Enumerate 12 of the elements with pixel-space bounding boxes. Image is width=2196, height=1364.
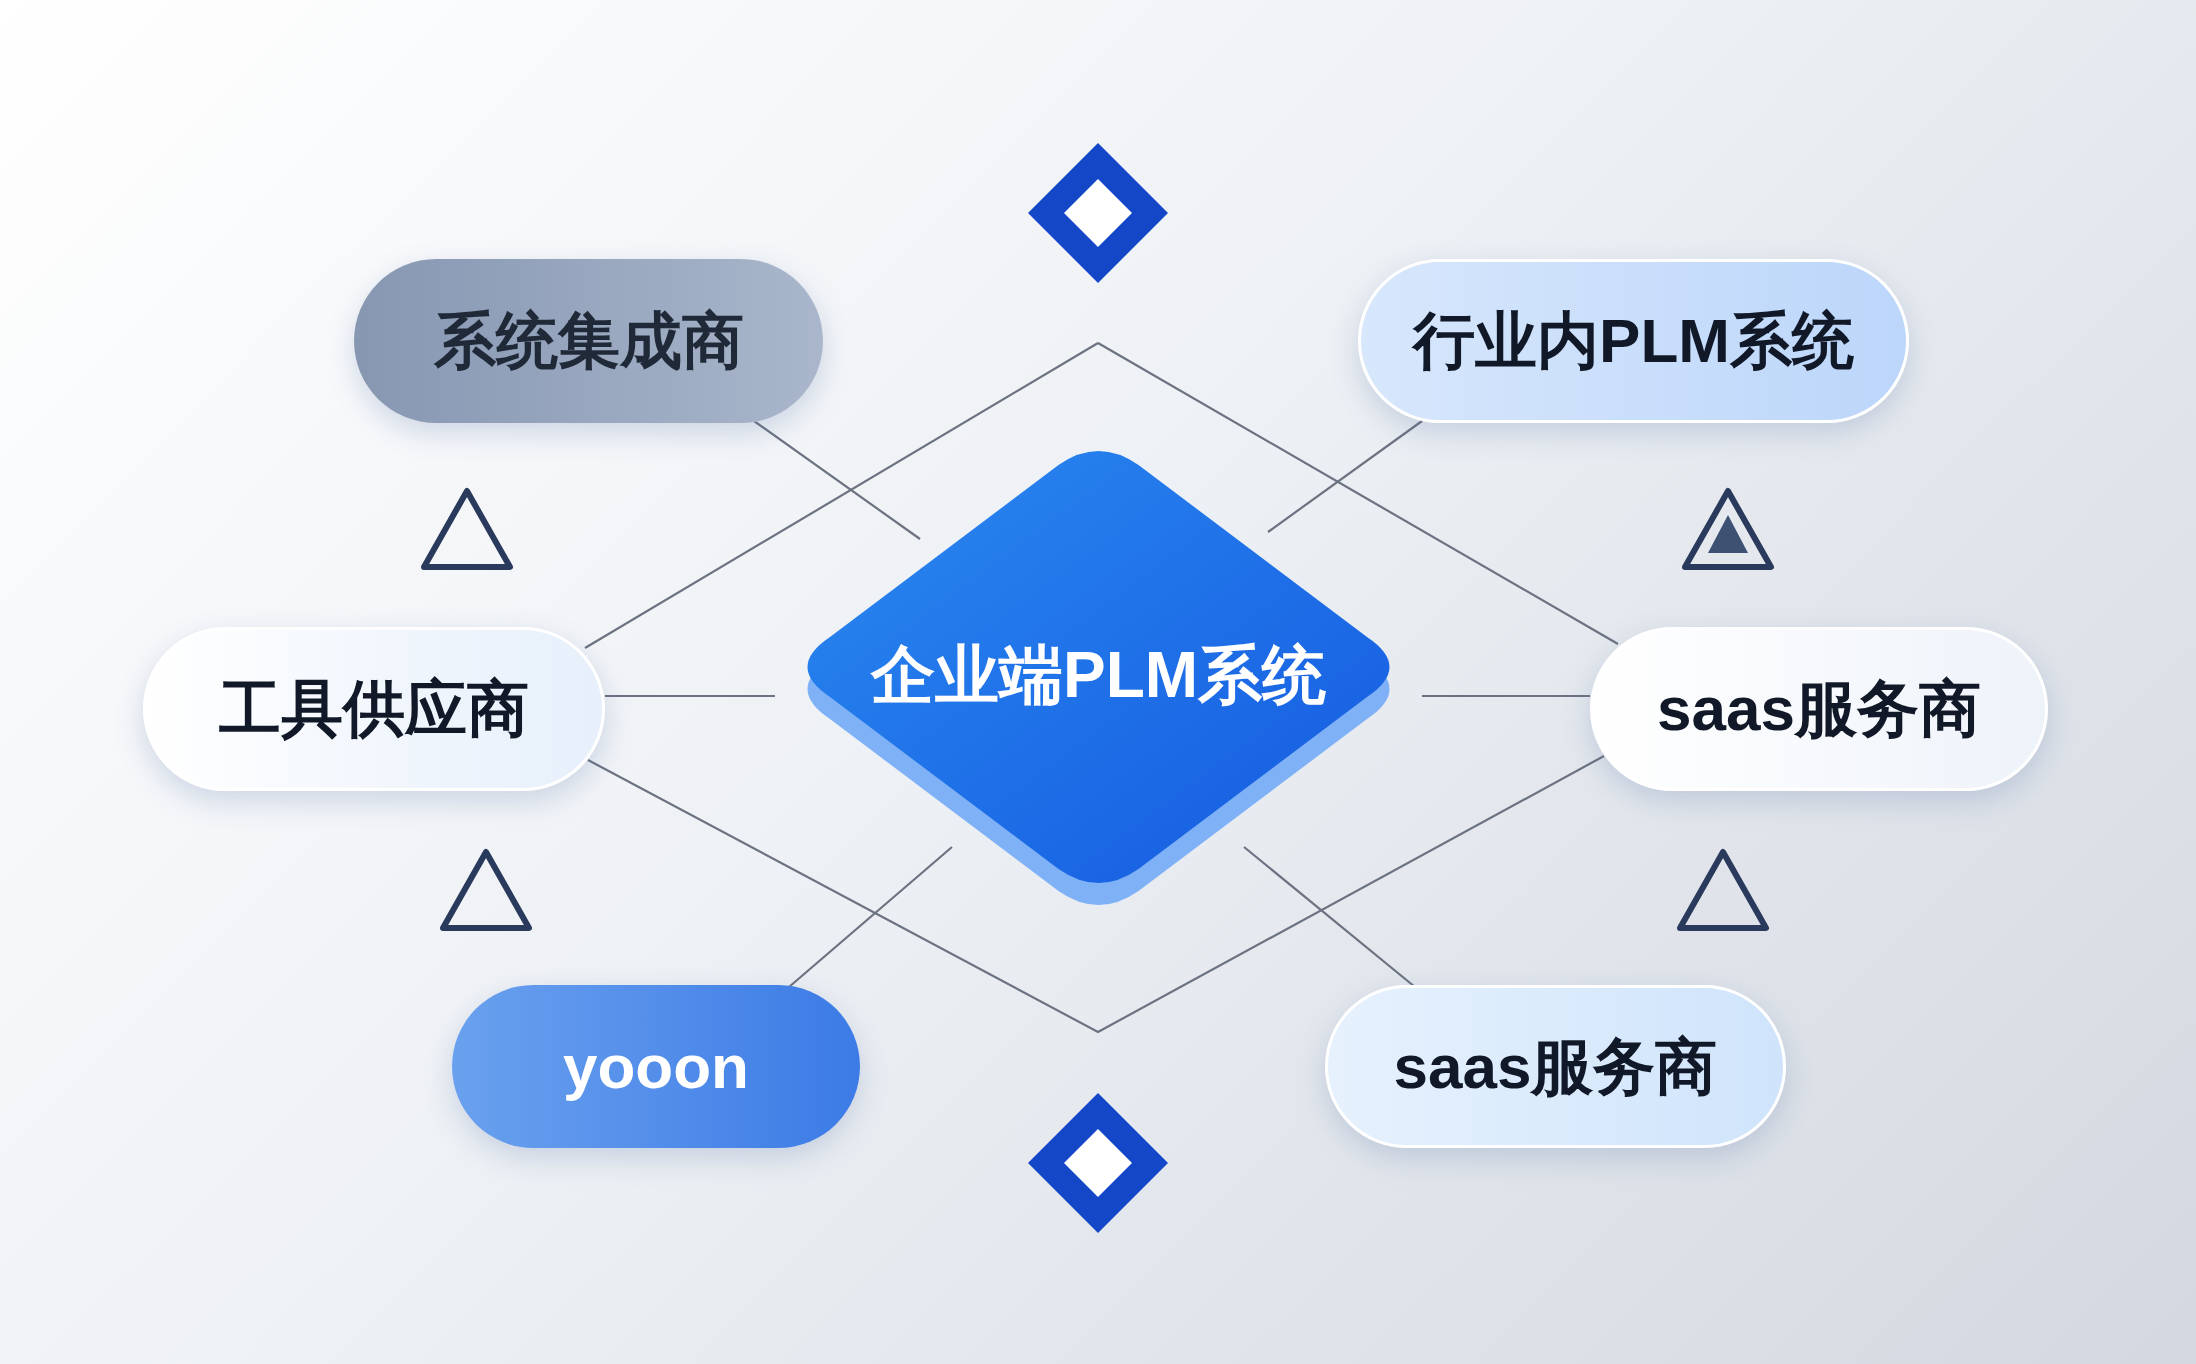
pill-box: yooon bbox=[452, 985, 860, 1148]
connector-line bbox=[753, 420, 921, 540]
connector-line bbox=[1422, 694, 1590, 698]
pill-box: 行业内PLM系统 bbox=[1358, 259, 1909, 423]
pill-box: saas服务商 bbox=[1325, 985, 1786, 1148]
connector-line bbox=[1267, 420, 1423, 533]
connector-line bbox=[605, 694, 775, 698]
pill-box: 工具供应商 bbox=[143, 627, 605, 791]
node-label: 企业端PLM系统 bbox=[869, 638, 1328, 713]
connector-line bbox=[788, 846, 953, 988]
pill-box: 系统集成商 bbox=[354, 259, 823, 423]
pill-box: saas服务商 bbox=[1590, 627, 2048, 791]
